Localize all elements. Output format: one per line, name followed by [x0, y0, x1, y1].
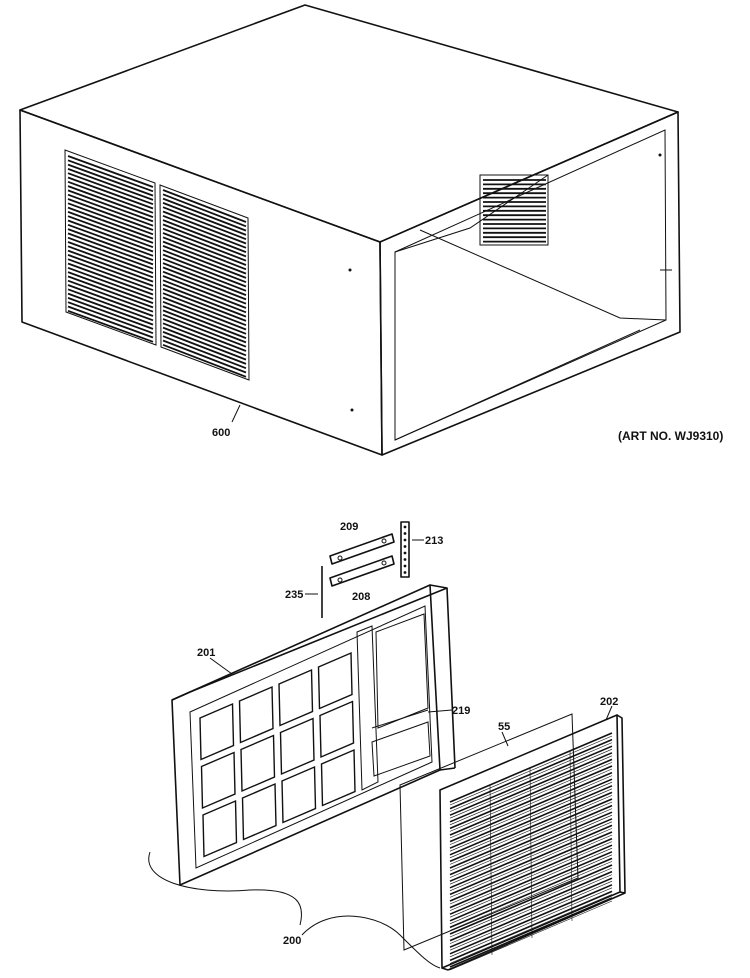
callout-213: 213: [425, 535, 443, 547]
side-louvers-right: [159, 184, 250, 381]
grille-202: [439, 714, 626, 971]
assembly-leader-right: [301, 915, 441, 969]
grille-louvers: [449, 732, 613, 971]
callout-209: 209: [340, 521, 358, 533]
art-number: (ART NO. WJ9310): [618, 429, 723, 443]
side-louvers-left: [64, 149, 157, 346]
callout-201: 201: [197, 647, 215, 659]
bracket-209: [329, 533, 395, 565]
callout-235: 235: [285, 589, 303, 601]
callout-55: 55: [498, 721, 510, 733]
filter-55: [399, 713, 579, 951]
bracket-208: [329, 555, 395, 587]
strip-213: [400, 521, 410, 578]
assembly-leader-left: [148, 851, 303, 926]
rear-louvers: [479, 174, 549, 246]
callout-208: 208: [352, 591, 370, 603]
callout-202: 202: [600, 696, 618, 708]
callout-200: 200: [283, 935, 301, 947]
callout-600: 600: [212, 427, 230, 439]
frame-grid-openings: [199, 651, 356, 858]
front-frame-201: [171, 584, 456, 886]
cabinet-600: [19, 4, 681, 456]
callout-219: 219: [452, 705, 470, 717]
